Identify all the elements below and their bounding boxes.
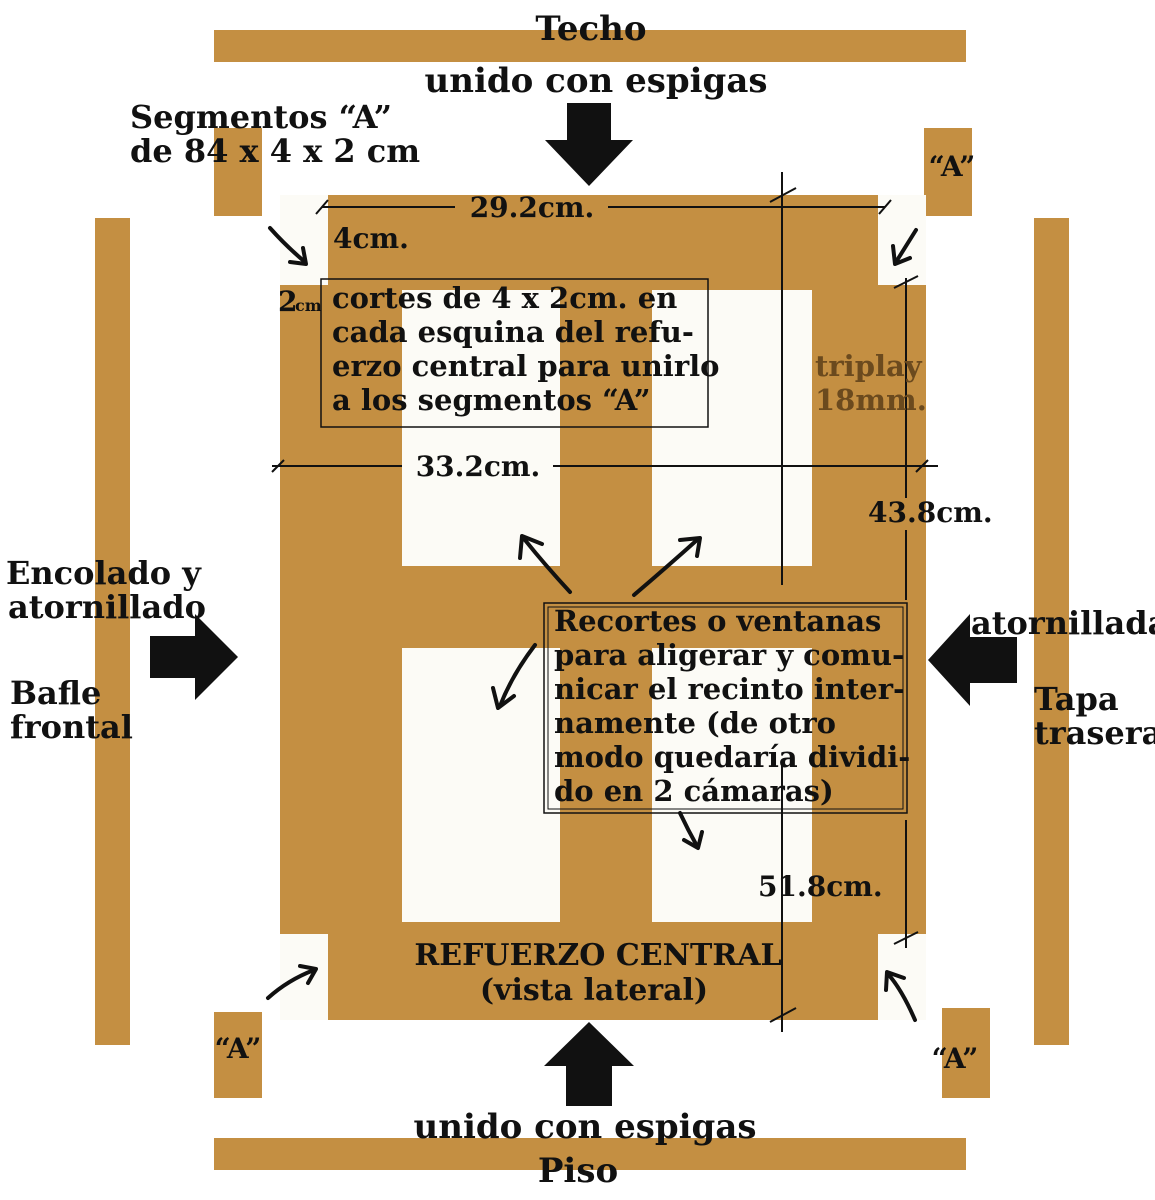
recortes-text-line5: modo quedaría dividi- <box>554 740 910 774</box>
segment-a-top-right <box>924 128 972 216</box>
tapa-label-line2: trasera <box>1034 714 1155 752</box>
pointer-arrow-icon <box>518 534 544 560</box>
dimension-2-unit: cm <box>295 296 322 315</box>
segment-a-top-left <box>214 128 262 216</box>
refuerzo-label-line2: (vista lateral) <box>480 973 708 1008</box>
cortes-text-line1: cortes de 4 x 2cm. en <box>332 281 677 315</box>
window-top-right <box>652 290 812 566</box>
dimension-29-2: 29.2cm. <box>470 191 595 224</box>
pointer-arrow-icon <box>298 964 318 985</box>
recortes-callout-box-inner <box>547 606 904 810</box>
dimension-2: 2 <box>278 285 297 318</box>
pointer-arrow-icon <box>288 246 308 266</box>
piso-panel <box>214 1138 966 1170</box>
window-bottom-right <box>652 648 812 922</box>
dimension-4cm: 4cm. <box>333 222 409 255</box>
arrow-down-icon <box>545 103 633 186</box>
pointer-arrow-icon <box>891 244 912 266</box>
encolado-label-line1: Encolado y <box>6 554 202 592</box>
recortes-text-line4: namente (de otro <box>554 706 836 740</box>
central-brace <box>280 195 926 1020</box>
triplay-label-line1: triplay <box>815 349 923 383</box>
recortes-text-line1: Recortes o ventanas <box>554 604 881 638</box>
pointer-arrow-icon <box>498 643 537 708</box>
segmentos-label-line2: de 84 x 4 x 2 cm <box>130 132 420 170</box>
tapa-label-line1: Tapa <box>1034 680 1119 718</box>
dimension-43-8: 43.8cm. <box>868 496 993 529</box>
pointer-arrow-icon <box>678 536 702 558</box>
segmentos-label-line1: Segmentos “A” <box>130 98 392 136</box>
pointer-arrow-icon <box>884 970 906 992</box>
encolado-label-line2: atornillado <box>8 588 206 626</box>
arrow-right-icon <box>150 614 238 700</box>
refuerzo-label-line1: REFUERZO CENTRAL <box>414 938 781 973</box>
dimension-51-8: 51.8cm. <box>758 870 883 903</box>
pointer-arrow-icon <box>268 226 307 264</box>
techo-label: Techo <box>535 9 646 49</box>
cortes-text-line4: a los segmentos “A” <box>332 383 651 417</box>
piso-label: Piso <box>538 1151 618 1191</box>
dimension-33-2: 33.2cm. <box>416 450 541 483</box>
recortes-text-line2: para aligerar y comu- <box>554 638 904 672</box>
window-bottom-left <box>402 648 560 922</box>
pointer-arrow-icon <box>678 811 699 848</box>
pointer-arrow-icon <box>523 538 572 594</box>
segment-a-bottom-left <box>214 1012 262 1098</box>
unido-top-label: unido con espigas <box>425 61 768 101</box>
bafle-label-line2: frontal <box>10 708 133 746</box>
pointer-arrows <box>266 226 918 1022</box>
pointer-arrow-icon <box>491 686 516 710</box>
unido-bottom-label: unido con espigas <box>414 1107 757 1147</box>
tapa-trasera-panel <box>1034 218 1069 1045</box>
pointer-arrow-icon <box>632 538 699 597</box>
pointer-arrow-icon <box>886 972 917 1022</box>
triplay-label-line2: 18mm. <box>815 383 927 417</box>
bafle-label-line1: Bafle <box>10 674 101 712</box>
arrow-up-icon <box>544 1022 634 1106</box>
cortes-text-line3: erzo central para unirlo <box>332 349 719 383</box>
atornillada-label: atornillada <box>971 604 1155 642</box>
a-label-bottom-left: “A” <box>215 1032 262 1065</box>
window-top-left <box>402 290 560 566</box>
cortes-callout-box <box>320 278 709 428</box>
recortes-callout-box <box>543 602 908 814</box>
corner-notch-tr <box>874 195 926 285</box>
recortes-text-line6: do en 2 cámaras) <box>554 774 834 808</box>
dimension-lines <box>271 172 938 1032</box>
techo-panel <box>214 30 966 62</box>
pointer-arrow-icon <box>682 830 704 850</box>
pointer-arrow-icon <box>266 968 316 1000</box>
recortes-text-line3: nicar el recinto inter- <box>554 672 905 706</box>
bafle-frontal-panel <box>95 218 130 1045</box>
a-label-top-right: “A” <box>929 150 976 183</box>
a-label-bottom-right: “A” <box>932 1042 979 1075</box>
cortes-text-line2: cada esquina del refu- <box>332 315 694 349</box>
corner-notch-tl <box>280 195 332 285</box>
arrow-left-icon <box>928 614 1017 706</box>
segment-a-bottom-right <box>942 1008 990 1098</box>
pointer-arrow-icon <box>894 228 918 264</box>
brace-body-horizontal <box>280 285 926 934</box>
